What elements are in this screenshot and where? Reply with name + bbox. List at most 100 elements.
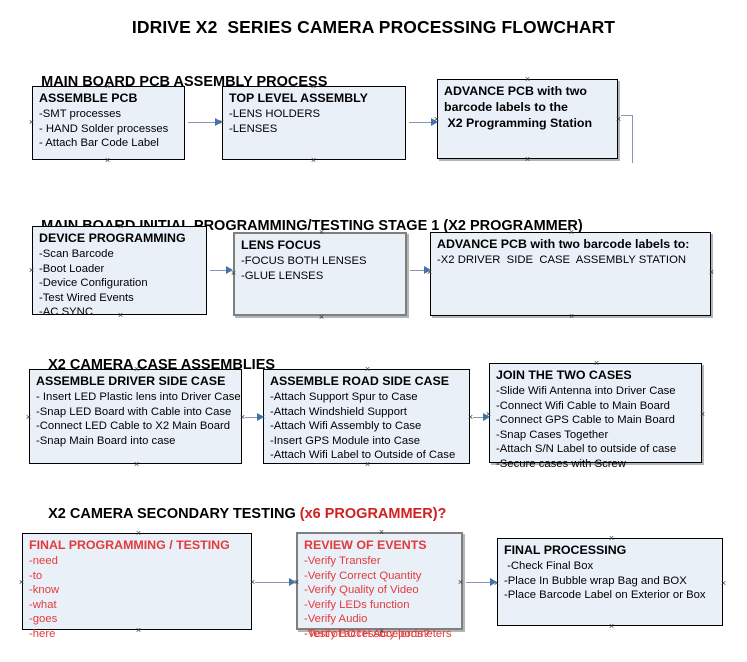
node-line: -LENS HOLDERS <box>229 108 321 120</box>
node-line: -Connect GPS Cable to Main Board <box>496 414 675 427</box>
connector-handle-left[interactable] <box>28 119 35 126</box>
connector-handle-top[interactable] <box>593 360 600 367</box>
connector-handle-bottom[interactable] <box>608 623 615 630</box>
connector-handle-right[interactable] <box>708 269 715 276</box>
node-line: -Connect Wifi Cable to Main Board <box>496 399 670 412</box>
node-line: - Insert LED Plastic lens into Driver Ca… <box>36 391 241 403</box>
connector-handle-right[interactable] <box>457 579 464 586</box>
node-device-programming[interactable]: DEVICE PROGRAMMING -Scan Barcode -Boot L… <box>32 223 207 318</box>
connector-road-case-to-join-cases <box>473 417 487 418</box>
connector-handle-top[interactable] <box>608 535 615 542</box>
node-line: -goes <box>29 613 58 626</box>
node-final-programming-testing[interactable]: FINAL PROGRAMMING / TESTING -need -to -k… <box>22 530 252 640</box>
connector-stub-right <box>621 115 633 116</box>
connector-handle-bottom[interactable] <box>568 313 575 320</box>
node-title: ADVANCE PCB with two barcode labels to: <box>437 237 690 251</box>
connector-handle-bottom[interactable] <box>135 627 142 634</box>
connector-handle-left[interactable] <box>18 579 25 586</box>
node-line: -Boot Loader <box>39 262 105 275</box>
connector-arrowhead <box>257 413 264 421</box>
node-line: -Connect LED Cable to X2 Main Board <box>36 420 231 433</box>
connector-handle-bottom[interactable] <box>318 314 325 321</box>
node-line: -Verify LEDs function <box>304 598 410 611</box>
connector-handle-bottom[interactable] <box>364 461 371 468</box>
node-title-line2: barcode labels to the <box>444 100 568 114</box>
connector-review-to-final-processing <box>466 582 494 583</box>
connector-handle-top[interactable] <box>117 223 124 230</box>
node-line: -Place Barcode Label on Exterior or Box <box>504 589 706 602</box>
node-line: -AC SYNC <box>39 306 93 319</box>
connector-handle-top[interactable] <box>524 76 531 83</box>
connector-handle-bottom[interactable] <box>524 156 531 163</box>
node-line: -Verify Correct Quantity <box>304 569 422 582</box>
node-line: -LENSES <box>229 122 278 135</box>
node-assemble-pcb[interactable]: ASSEMBLE PCB -SMT processes - HAND Solde… <box>32 86 185 160</box>
node-line: -Verify Quality of Video <box>304 584 419 597</box>
node-advance-pcb-programming-station[interactable]: ADVANCE PCB with two barcode labels to t… <box>437 79 618 159</box>
connector-handle-top[interactable] <box>378 529 385 536</box>
connector-handle-left[interactable] <box>25 414 32 421</box>
connector-assemble-pcb-to-top-level <box>188 122 219 123</box>
connector-handle-bottom[interactable] <box>593 460 600 467</box>
node-line: -Secure cases with Screw <box>496 457 626 470</box>
node-top-level-assembly[interactable]: TOP LEVEL ASSEMBLY -LENS HOLDERS -LENSES <box>222 86 406 160</box>
page-title: IDRIVE X2 SERIES CAMERA PROCESSING FLOWC… <box>131 17 616 37</box>
node-title: ADVANCE PCB with two <box>444 84 587 98</box>
connector-arrowhead <box>424 266 431 274</box>
connector-handle-top[interactable] <box>310 83 317 90</box>
node-title-line3: X2 Programming Station <box>444 116 593 130</box>
connector-handle-top[interactable] <box>133 366 140 373</box>
node-overflow-line: -Test of accessory ports? <box>304 628 430 640</box>
connector-handle-right[interactable] <box>720 580 727 587</box>
connector-handle-top[interactable] <box>318 229 325 236</box>
connector-lens-focus-to-advance-pcb <box>410 270 428 271</box>
node-assemble-road-side-case[interactable]: ASSEMBLE ROAD SIDE CASE -Attach Support … <box>263 369 470 464</box>
node-line: -Scan Barcode <box>39 248 114 260</box>
connector-handle-right[interactable] <box>699 411 706 418</box>
node-line: -Snap LED Board with Cable into Case <box>36 405 232 418</box>
node-review-of-events[interactable]: REVIEW OF EVENTS -Verify Transfer -Verif… <box>296 529 464 640</box>
connector-handle-right[interactable] <box>615 116 622 123</box>
node-line: -Slide Wifi Antenna into Driver Case <box>496 385 676 397</box>
connector-stub-right-vertical <box>632 115 633 163</box>
connector-arrowhead <box>431 118 438 126</box>
connector-handle-top[interactable] <box>568 229 575 236</box>
connector-arrowhead <box>490 578 497 586</box>
node-title: TOP LEVEL ASSEMBLY <box>229 91 368 105</box>
node-line: -Attach Wifi Assembly to Case <box>270 420 422 433</box>
connector-handle-bottom[interactable] <box>378 628 385 635</box>
node-assemble-driver-side-case[interactable]: ASSEMBLE DRIVER SIDE CASE - Insert LED P… <box>29 369 242 464</box>
connector-handle-left[interactable] <box>28 267 35 274</box>
node-advance-pcb-driver-side[interactable]: ADVANCE PCB with two barcode labels to: … <box>430 232 711 316</box>
node-line: -Snap Main Board into case <box>36 434 176 447</box>
connector-handle-top[interactable] <box>364 366 371 373</box>
node-line: -Insert GPS Module into Case <box>270 434 421 447</box>
node-line: -to <box>29 569 43 582</box>
connector-handle-bottom[interactable] <box>133 461 140 468</box>
connector-handle-top[interactable] <box>104 83 111 90</box>
connector-device-programming-to-lens-focus <box>210 270 230 271</box>
node-line: -Attach Support Spur to Case <box>270 391 418 403</box>
node-line: -Place In Bubble wrap Bag and BOX <box>504 574 687 587</box>
node-line: -FOCUS BOTH LENSES <box>241 255 367 267</box>
node-line: -SMT processes <box>39 108 122 120</box>
connector-handle-top[interactable] <box>135 530 142 537</box>
connector-handle-bottom[interactable] <box>104 157 111 164</box>
node-line: -Attach Wifi Label to Outside of Case <box>270 449 456 462</box>
node-line: -what <box>29 598 57 611</box>
node-final-processing[interactable]: FINAL PROCESSING -Check Final Box -Place… <box>497 538 723 626</box>
node-lens-focus[interactable]: LENS FOCUS -FOCUS BOTH LENSES -GLUE LENS… <box>233 232 407 316</box>
node-join-the-two-cases[interactable]: JOIN THE TWO CASES -Slide Wifi Antenna i… <box>489 360 702 470</box>
node-title: JOIN THE TWO CASES <box>496 368 632 382</box>
connector-handle-bottom[interactable] <box>117 312 124 319</box>
node-line: -Verify Transfer <box>304 555 381 567</box>
section-heading-x2-camera-secondary-testing: X2 CAMERA SECONDARY TESTING (x6 PROGRAMM… <box>32 490 446 538</box>
connector-handle-bottom[interactable] <box>310 157 317 164</box>
node-line: -Verify BOTH Accelerometers <box>304 627 452 640</box>
section-heading-text: X2 CAMERA SECONDARY TESTING <box>48 506 300 522</box>
node-title: LENS FOCUS <box>241 238 321 252</box>
connector-driver-case-to-road-case <box>245 417 261 418</box>
connector-top-level-to-advance-pcb <box>409 122 434 123</box>
node-line: -Attach S/N Label to outside of case <box>496 443 677 456</box>
node-title: ASSEMBLE DRIVER SIDE CASE <box>36 374 226 388</box>
